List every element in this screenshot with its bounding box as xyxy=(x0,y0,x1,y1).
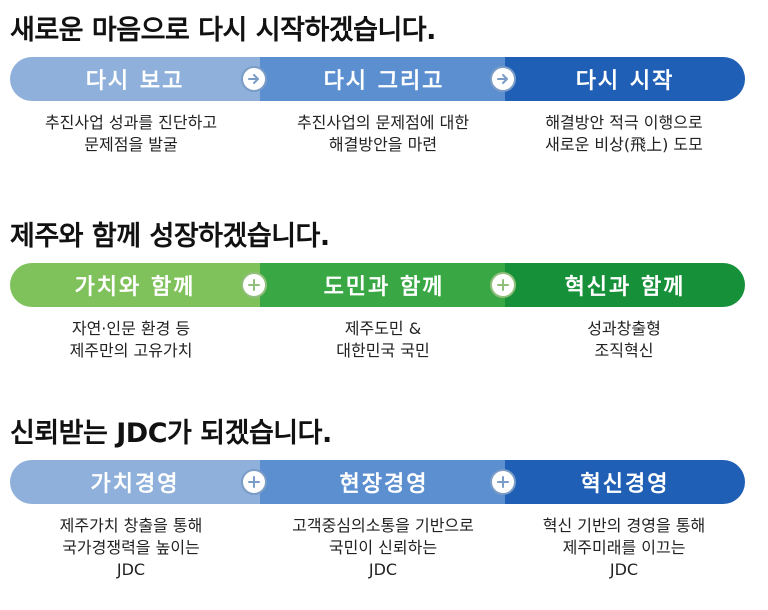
section-heading: 신뢰받는 JDC가 되겠습니다. xyxy=(10,418,332,449)
step-pill: 현장경영 xyxy=(260,460,508,504)
plus-icon xyxy=(241,469,267,495)
section-heading: 제주와 함께 성장하겠습니다. xyxy=(10,221,330,252)
plus-icon xyxy=(241,272,267,298)
step-description-line: JDC xyxy=(116,560,146,579)
step-description-line: 새로운 비상(飛上) 도모 xyxy=(545,135,703,154)
step-description-line: 문제점을 발굴 xyxy=(84,135,178,154)
step-description-line: 자연·인문 환경 등 xyxy=(71,319,191,338)
step-description-line: 국민이 신뢰하는 xyxy=(328,538,438,557)
step-description-line: 해결방안을 마련 xyxy=(328,135,438,154)
step-label: 다시 그리고 xyxy=(323,69,445,94)
step-label: 혁신경영 xyxy=(580,472,670,497)
step-description-line: JDC xyxy=(368,560,398,579)
step-pill: 혁신경영 xyxy=(505,460,745,504)
step-description-line: 국가경쟁력을 높이는 xyxy=(62,538,200,557)
step-description-line: 추진사업 성과를 진단하고 xyxy=(44,113,218,132)
step-pill: 다시 그리고 xyxy=(260,57,508,101)
step-description-line: 혁신 기반의 경영을 통해 xyxy=(542,516,706,535)
step-pill: 다시 시작 xyxy=(505,57,745,101)
step-description-line: 제주만의 고유가치 xyxy=(69,341,193,360)
plus-icon xyxy=(490,272,516,298)
chevron-right-icon xyxy=(490,66,516,92)
step-pill: 다시 보고 xyxy=(10,57,260,101)
section-heading: 새로운 마음으로 다시 시작하겠습니다. xyxy=(10,15,436,46)
chevron-right-icon xyxy=(241,66,267,92)
step-pill: 가치경영 xyxy=(10,460,260,504)
step-label: 다시 시작 xyxy=(575,69,675,94)
step-description-line: 성과창출형 xyxy=(587,319,661,338)
step-description-line: 제주가치 창출을 통해 xyxy=(59,516,203,535)
step-label: 가치와 함께 xyxy=(74,275,196,300)
step-label: 가치경영 xyxy=(90,472,180,497)
step-label: 혁신과 함께 xyxy=(564,275,686,300)
step-description-line: 추진사업의 문제점에 대한 xyxy=(296,113,470,132)
step-description-line: 조직혁신 xyxy=(594,341,654,360)
step-label: 다시 보고 xyxy=(85,69,185,94)
plus-icon xyxy=(490,469,516,495)
step-description-line: 대한민국 국민 xyxy=(336,341,430,360)
step-label: 도민과 함께 xyxy=(323,275,445,300)
step-pill: 가치와 함께 xyxy=(10,263,260,307)
step-pill: 혁신과 함께 xyxy=(505,263,745,307)
step-description-line: 제주미래를 이끄는 xyxy=(562,538,686,557)
step-pill: 도민과 함께 xyxy=(260,263,508,307)
step-description-line: JDC xyxy=(609,560,639,579)
step-description-line: 해결방안 적극 이행으로 xyxy=(545,113,703,132)
step-label: 현장경영 xyxy=(339,472,429,497)
step-description: 제주도민 & 대한민국 국민 xyxy=(263,318,503,362)
step-description-line: 제주도민 & xyxy=(344,319,422,338)
step-description-line: 고객중심의소통을 기반으로 xyxy=(292,516,474,535)
